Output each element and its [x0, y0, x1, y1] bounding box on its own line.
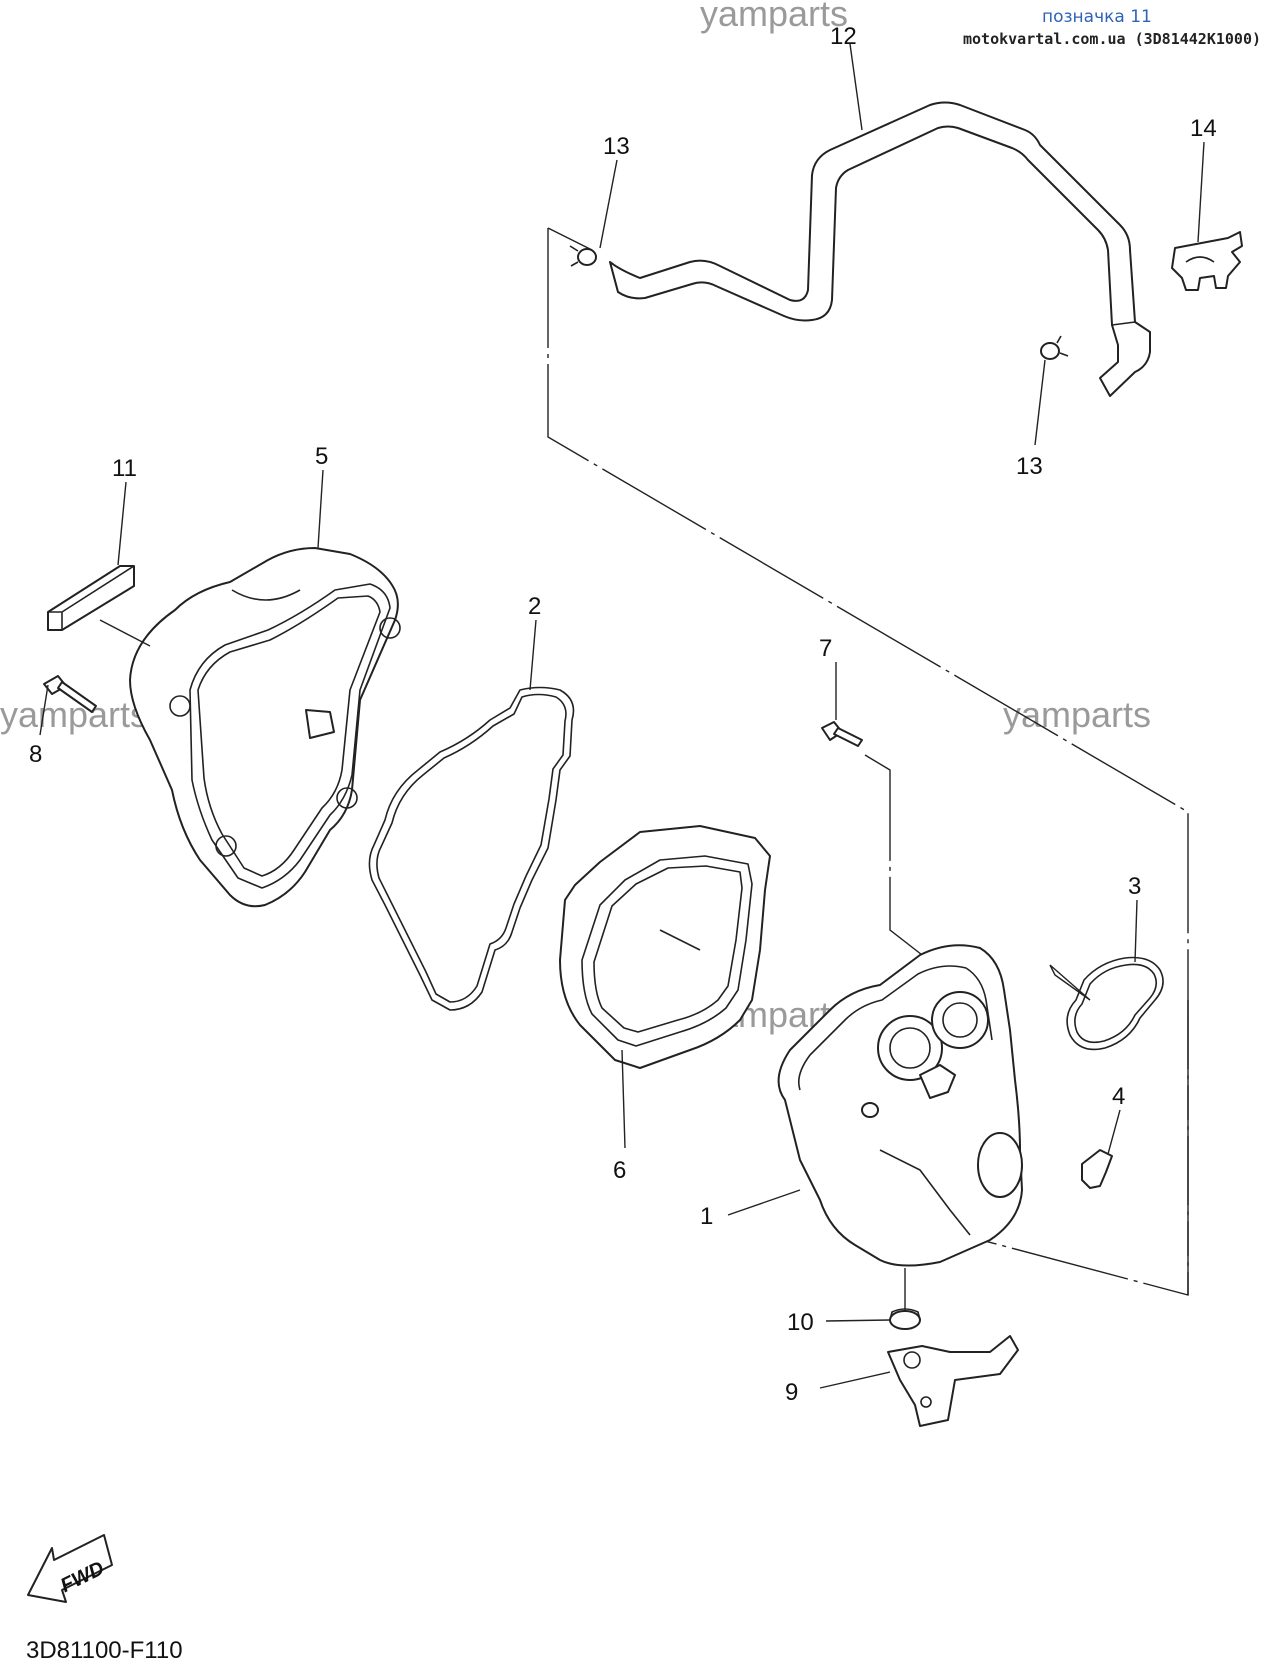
callout-1: 1: [700, 1203, 713, 1230]
hose-clip-top: [569, 245, 597, 267]
callout-7: 7: [819, 635, 832, 662]
callout-4: 4: [1112, 1083, 1125, 1110]
drain-plug: [889, 1308, 921, 1330]
air-cleaner-cover: [129, 547, 401, 908]
bracket: [887, 1335, 1019, 1427]
drain-clip: [1081, 1149, 1113, 1189]
callout-10: 10: [787, 1309, 814, 1336]
breather-hose: [609, 101, 1151, 397]
label-pad: [47, 565, 135, 631]
hose-holder: [1171, 231, 1243, 291]
callout-13-top: 13: [603, 133, 630, 160]
callout-9: 9: [785, 1379, 798, 1406]
watermark: yamparts: [700, 0, 848, 34]
callout-3: 3: [1128, 873, 1141, 900]
air-filter-element: [559, 825, 771, 1069]
header-title: позначка 11: [1042, 7, 1152, 27]
leader-lines: [39, 43, 1205, 1389]
callout-2: 2: [528, 593, 541, 620]
watermark: yamparts: [0, 694, 148, 735]
diagram-code: 3D81100-F110: [26, 1637, 183, 1664]
callout-8: 8: [29, 741, 42, 768]
callout-11: 11: [112, 455, 137, 482]
cover-screw: [43, 675, 97, 713]
cover-gasket: [368, 686, 575, 1011]
callout-5: 5: [315, 443, 328, 470]
callouts: 1 2 3 4 5 6 7 8 9 10 11 12 13 13 14: [29, 23, 1217, 1406]
callout-12: 12: [830, 23, 857, 50]
intake-gasket: [1066, 956, 1164, 1051]
assembly-boundary: [547, 227, 1189, 1296]
case-screw: [821, 721, 863, 747]
watermark: yamparts: [1003, 694, 1151, 735]
fwd-arrow: FWD: [27, 1534, 113, 1603]
callout-6: 6: [613, 1157, 626, 1184]
callout-14: 14: [1190, 115, 1217, 142]
callout-13-bottom: 13: [1016, 453, 1043, 480]
hose-clip-bottom: [1040, 335, 1069, 360]
air-cleaner-case: [777, 944, 1023, 1267]
header-source: motokvartal.com.ua (3D81442K1000): [963, 30, 1261, 48]
